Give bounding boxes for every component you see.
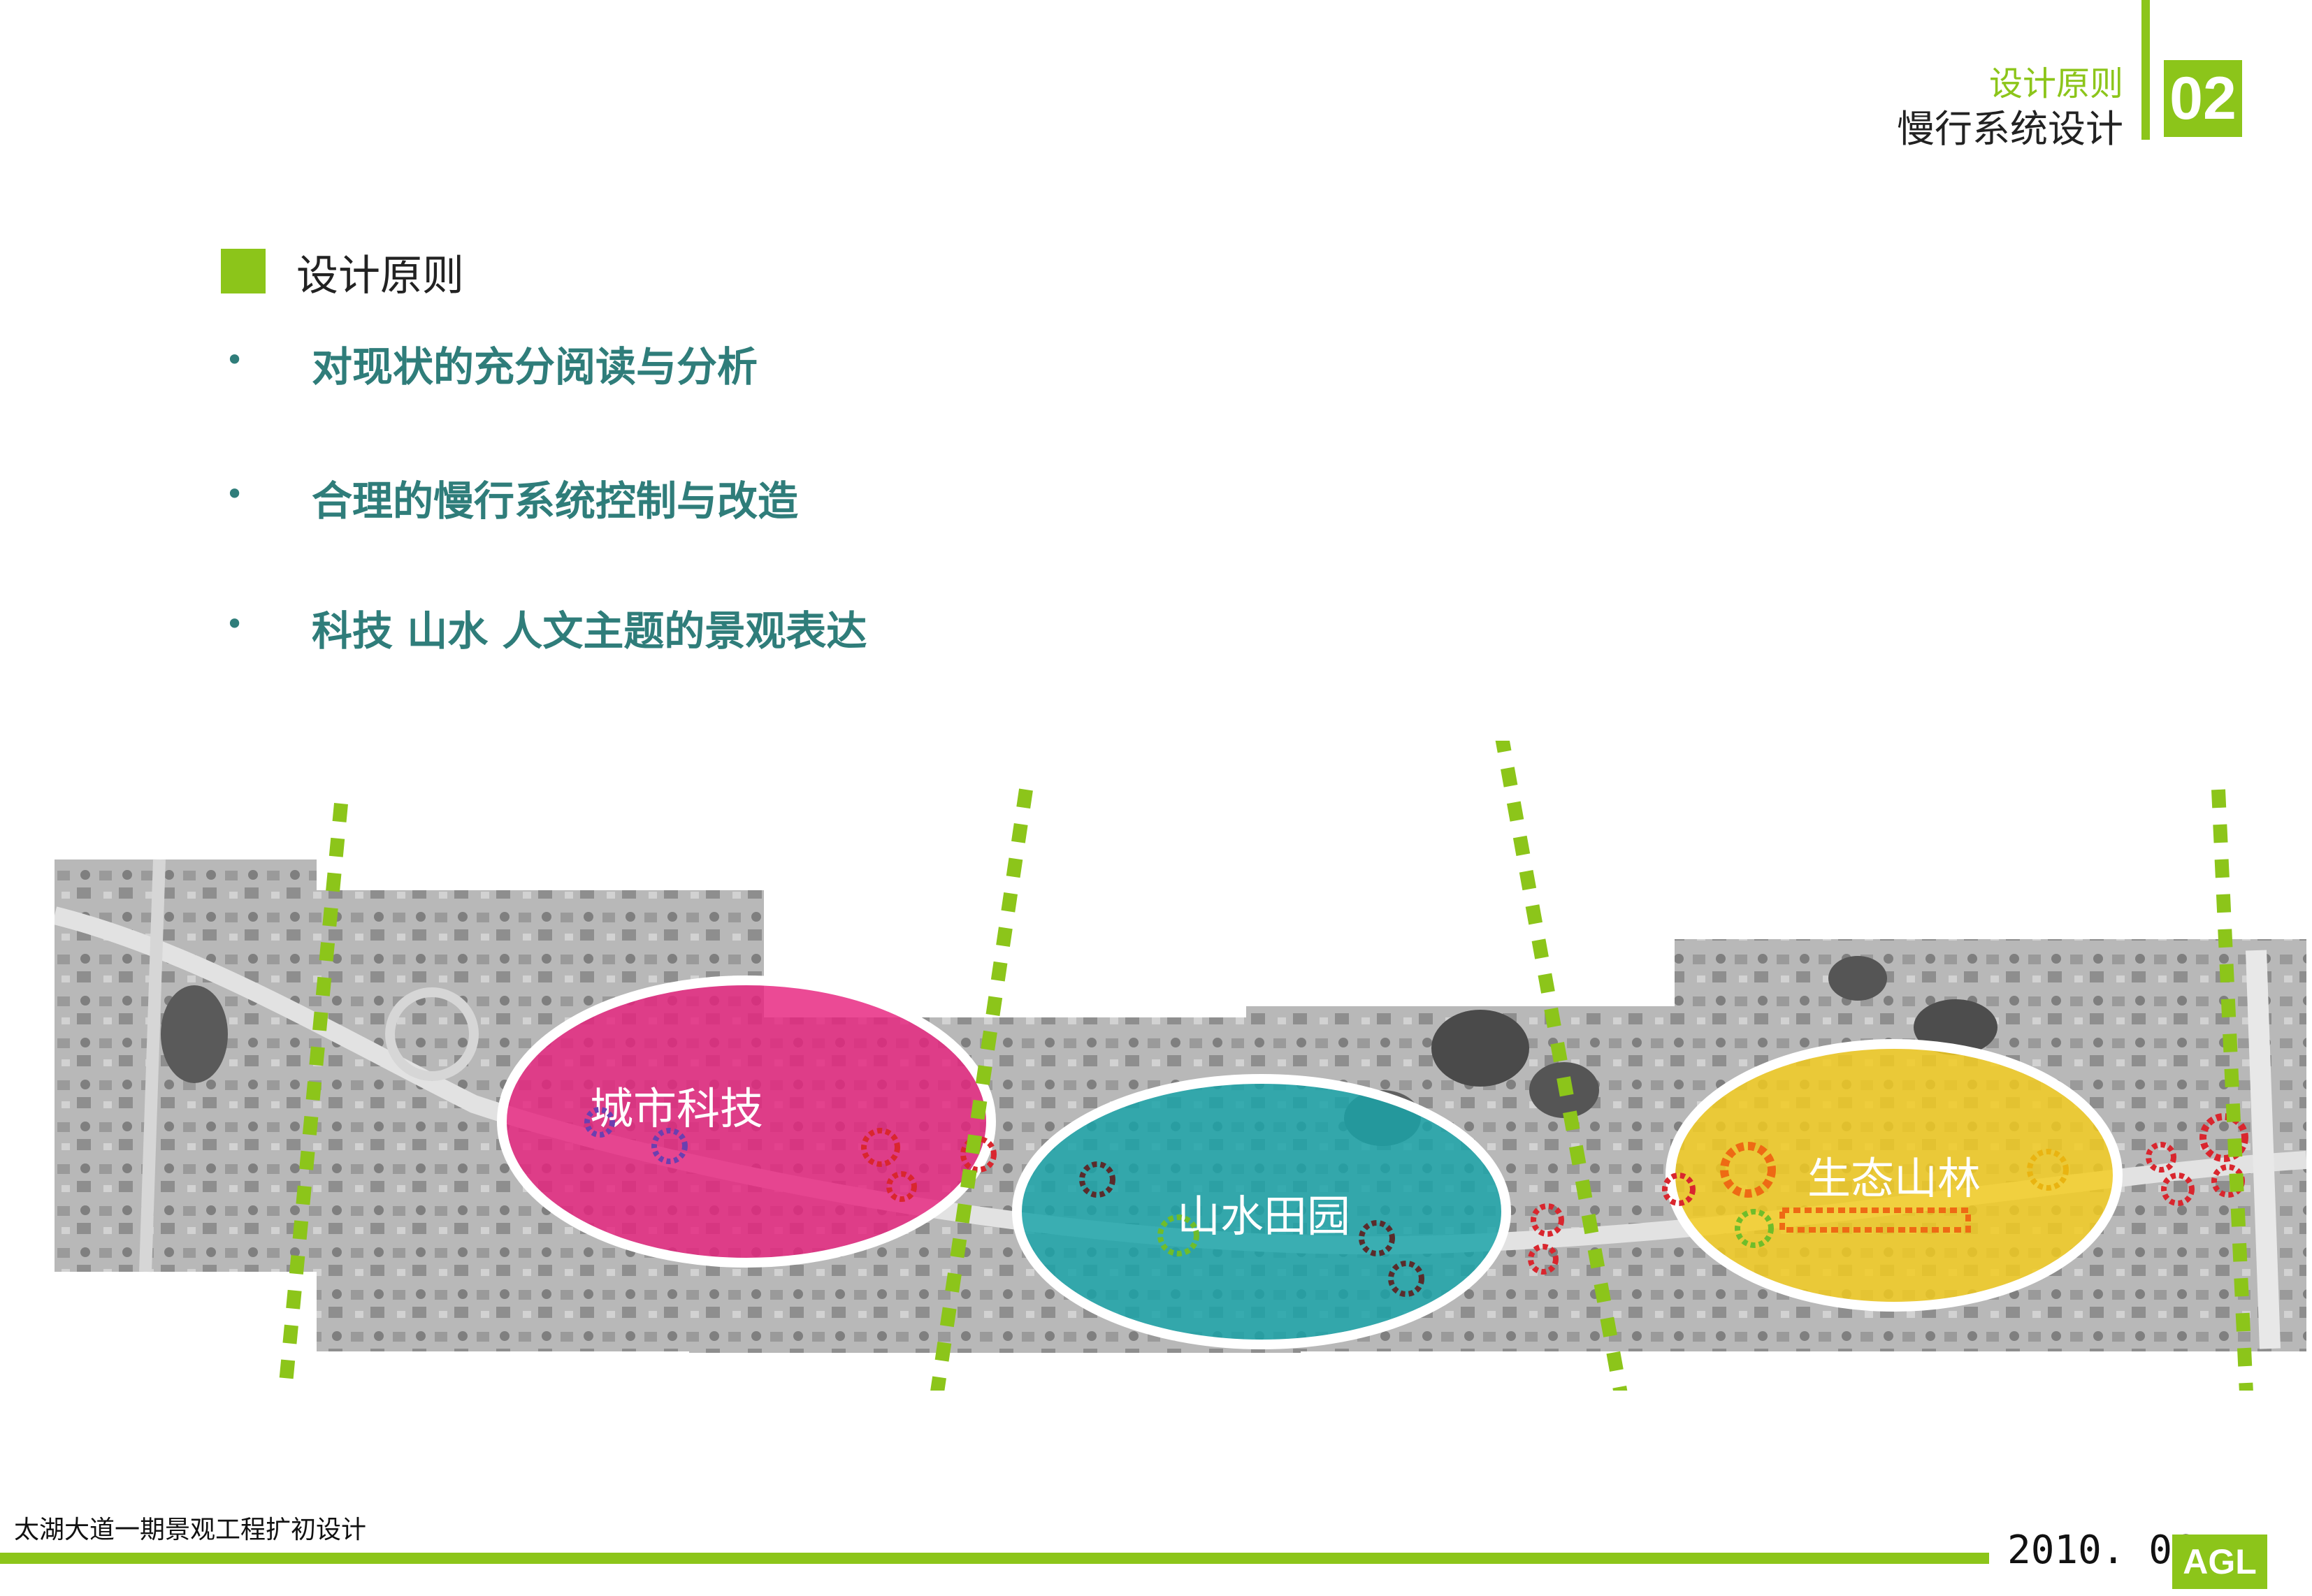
zone-label: 山水田园 [1177,1191,1350,1242]
footer-project-title: 太湖大道一期景观工程扩初设计 [14,1516,367,1544]
bullet-item: 合理的慢行系统控制与改造 [312,477,799,525]
agl-logo: AGL [2172,1535,2267,1589]
bullet-item: 对现状的充分阅读与分析 [312,343,758,391]
bullet-dot-icon: • [225,605,245,643]
zone-label: 城市科技 [590,1083,763,1134]
header-title: 慢行系统设计 [1897,107,2123,151]
header-subtitle: 设计原则 [1988,64,2123,103]
zone-landscape-field: 山水田园 [1012,1074,1511,1349]
zone-eco-forest: 生态山林 [1666,1039,2123,1312]
section-divider-lines [278,741,2253,1391]
bullet-item: 科技 山水 人文主题的景观表达 [312,607,867,655]
route-zoning-map: 城市科技 山水田园 生态山林 [55,741,2306,1391]
section-title: 设计原则 [296,252,464,300]
footer-divider [0,1553,1989,1564]
zone-label: 生态山林 [1807,1153,1981,1204]
section-marker-icon [221,249,266,293]
zone-urban-tech: 城市科技 [497,975,996,1268]
header-divider [2141,0,2150,140]
footer-date: 2010. 06 [2007,1528,2196,1573]
section-number-badge: 02 [2164,60,2242,137]
bullet-dot-icon: • [225,341,245,379]
bullet-dot-icon: • [225,475,245,513]
